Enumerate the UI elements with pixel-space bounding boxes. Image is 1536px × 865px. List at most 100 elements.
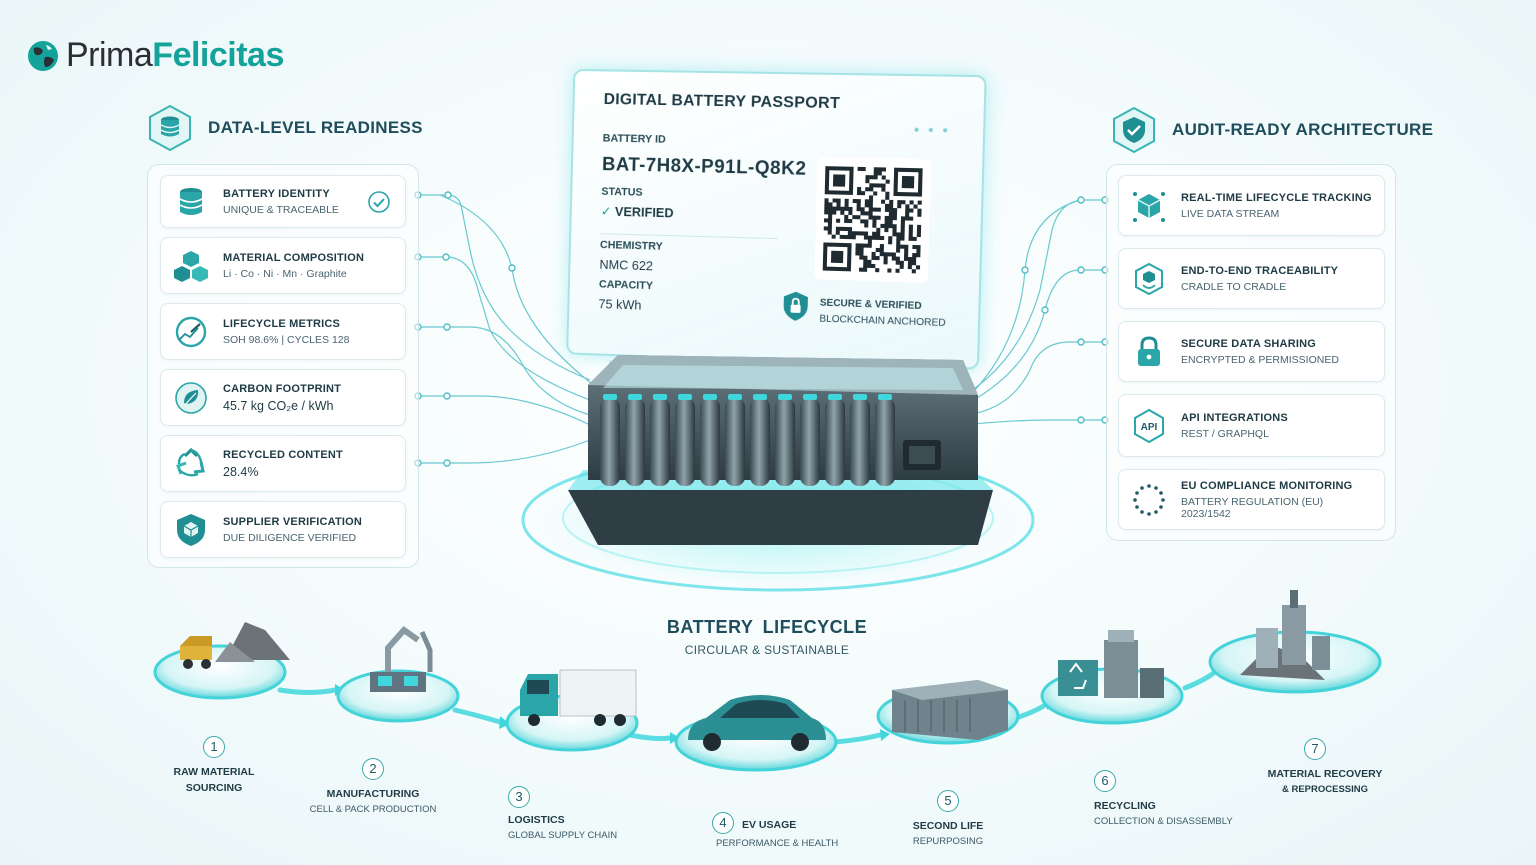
stage-subtitle: CELL & PACK PRODUCTION: [309, 804, 437, 815]
stage-title: RECYCLING: [1094, 800, 1156, 812]
eu-stars-icon: [1133, 483, 1165, 516]
card-title: EU COMPLIANCE MONITORING: [1181, 479, 1353, 492]
lifecycle-title-block: BATTERY LIFECYCLE CIRCULAR & SUSTAINABLE: [660, 617, 874, 657]
network-cube-icon: [1133, 191, 1165, 222]
card-subtitle: UNIQUE & TRACEABLE: [223, 203, 339, 216]
stage-number: 4: [712, 812, 734, 834]
check-circle-icon: [368, 190, 390, 213]
card-secure-sharing[interactable]: SECURE DATA SHARING ENCRYPTED & PERMISSIO…: [1118, 321, 1385, 382]
card-realtime-tracking[interactable]: REAL-TIME LIFECYCLE TRACKING LIVE DATA ST…: [1118, 175, 1385, 236]
battery-cell: [725, 398, 745, 486]
card-title: END-TO-END TRACEABILITY: [1181, 264, 1339, 277]
card-title: REAL-TIME LIFECYCLE TRACKING: [1181, 191, 1372, 204]
stage-2[interactable]: 2 MANUFACTURING CELL & PACK PRODUCTION: [303, 758, 443, 815]
qr-code[interactable]: [814, 156, 932, 283]
stage-1[interactable]: 1 RAW MATERIAL SOURCING: [164, 736, 264, 794]
card-battery-identity[interactable]: BATTERY IDENTITY UNIQUE & TRACEABLE: [160, 175, 406, 228]
stage-6[interactable]: 6 RECYCLING COLLECTION & DISASSEMBLY: [1084, 770, 1234, 827]
card-subtitle: SOH 98.6% | CYCLES 128: [223, 333, 350, 346]
stage-number: 3: [508, 786, 530, 808]
card-lifecycle-metrics[interactable]: LIFECYCLE METRICS SOH 98.6% | CYCLES 128: [160, 303, 406, 360]
stage-number: 5: [937, 790, 959, 812]
card-subtitle: BATTERY REGULATION (EU) 2023/1542: [1181, 495, 1324, 520]
qr-code-icon: [822, 166, 923, 274]
right-section-title: AUDIT-READY ARCHITECTURE: [1172, 120, 1434, 139]
storage-container-icon: [892, 680, 1008, 740]
battery-cell: [625, 398, 645, 486]
brand-logo: PrimaFelicitas: [26, 36, 284, 75]
battery-cell: [750, 398, 770, 486]
card-subtitle: 45.7 kg CO₂e / kWh: [223, 398, 334, 413]
battery-cell-cap: [703, 394, 717, 400]
recycling-plant-icon: [1058, 630, 1164, 698]
shield-lock-icon: [783, 291, 809, 322]
recycle-icon: [176, 447, 205, 477]
battery-cell-cap: [803, 394, 817, 400]
electric-car-icon: [688, 695, 826, 751]
stage-title: MANUFACTURING: [326, 788, 420, 800]
battery-cell-cap: [653, 394, 667, 400]
card-title: SUPPLIER VERIFICATION: [223, 515, 363, 528]
card-title: LIFECYCLE METRICS: [223, 317, 341, 330]
brand-name-part1: Prima: [66, 36, 153, 74]
battery-cell: [825, 398, 845, 486]
lifecycle-subtitle: CIRCULAR & SUSTAINABLE: [684, 643, 850, 657]
battery-cell: [800, 398, 820, 486]
card-title: RECYCLED CONTENT: [223, 448, 343, 461]
lock-icon: [1138, 335, 1160, 366]
database-icon: [179, 187, 203, 215]
right-section-header: AUDIT-READY ARCHITECTURE: [1110, 106, 1433, 154]
brand-name-part2: Felicitas: [152, 36, 284, 74]
stage-subtitle: COLLECTION & DISASSEMBLY: [1094, 816, 1233, 827]
delivery-truck-icon: [520, 669, 637, 726]
globe-logo-icon: [28, 40, 58, 71]
stage-number: 6: [1094, 770, 1116, 792]
shield-check-hex-icon: [1113, 106, 1155, 154]
card-subtitle: REST / GRAPHQL: [1181, 427, 1269, 440]
card-supplier-verification[interactable]: SUPPLIER VERIFICATION DUE DILIGENCE VERIF…: [160, 501, 406, 558]
stage-7[interactable]: 7 MATERIAL RECOVERY & REPROCESSING: [1262, 738, 1388, 795]
stage-title: MATERIAL RECOVERY: [1267, 768, 1383, 780]
card-subtitle: ENCRYPTED & PERMISSIONED: [1181, 353, 1339, 366]
stage-subtitle: REPURPOSING: [912, 836, 984, 847]
battery-cell-cap: [778, 394, 792, 400]
battery-cell: [850, 398, 870, 486]
card-title: BATTERY IDENTITY: [223, 187, 330, 200]
battery-cell-cap: [753, 394, 767, 400]
api-icon-text: API: [1141, 422, 1158, 433]
stage-title: LOGISTICS: [508, 814, 565, 826]
stage-4[interactable]: 4 EV USAGE PERFORMANCE & HEALTH: [706, 812, 856, 849]
audit-architecture-panel: REAL-TIME LIFECYCLE TRACKING LIVE DATA ST…: [1106, 164, 1396, 541]
battery-cell: [600, 398, 620, 486]
stage-5[interactable]: 5 SECOND LIFE REPURPOSING: [900, 790, 996, 847]
stage-title: SECOND LIFE: [912, 820, 984, 832]
card-title: MATERIAL COMPOSITION: [223, 251, 365, 264]
lifecycle-title: BATTERY LIFECYCLE: [666, 617, 868, 637]
battery-cell: [650, 398, 670, 486]
battery-cell-cap: [853, 394, 867, 400]
battery-cell: [775, 398, 795, 486]
stage-number: 1: [203, 736, 225, 758]
card-eu-compliance[interactable]: EU COMPLIANCE MONITORING BATTERY REGULATI…: [1118, 469, 1385, 530]
card-api-integrations[interactable]: API API INTEGRATIONS REST / GRAPHQL: [1118, 394, 1385, 457]
stage-3[interactable]: 3 LOGISTICS GLOBAL SUPPLY CHAIN: [496, 786, 620, 841]
database-hex-icon: [149, 104, 191, 152]
card-subtitle: LIVE DATA STREAM: [1181, 207, 1280, 220]
card-title: SECURE DATA SHARING: [1181, 337, 1316, 350]
stage-title: EV USAGE: [742, 819, 797, 831]
card-subtitle: DUE DILIGENCE VERIFIED: [223, 531, 357, 544]
cubes-icon: [174, 250, 208, 282]
factory-robot-icon: [370, 625, 433, 692]
battery-cell-cap: [678, 394, 692, 400]
left-section-header: DATA-LEVEL READINESS: [146, 104, 423, 152]
left-section-title: DATA-LEVEL READINESS: [208, 118, 423, 137]
stage-subtitle: PERFORMANCE & HEALTH: [716, 838, 839, 849]
battery-cell-cap: [878, 394, 892, 400]
battery-cell: [875, 398, 895, 486]
card-title: API INTEGRATIONS: [1181, 411, 1288, 424]
